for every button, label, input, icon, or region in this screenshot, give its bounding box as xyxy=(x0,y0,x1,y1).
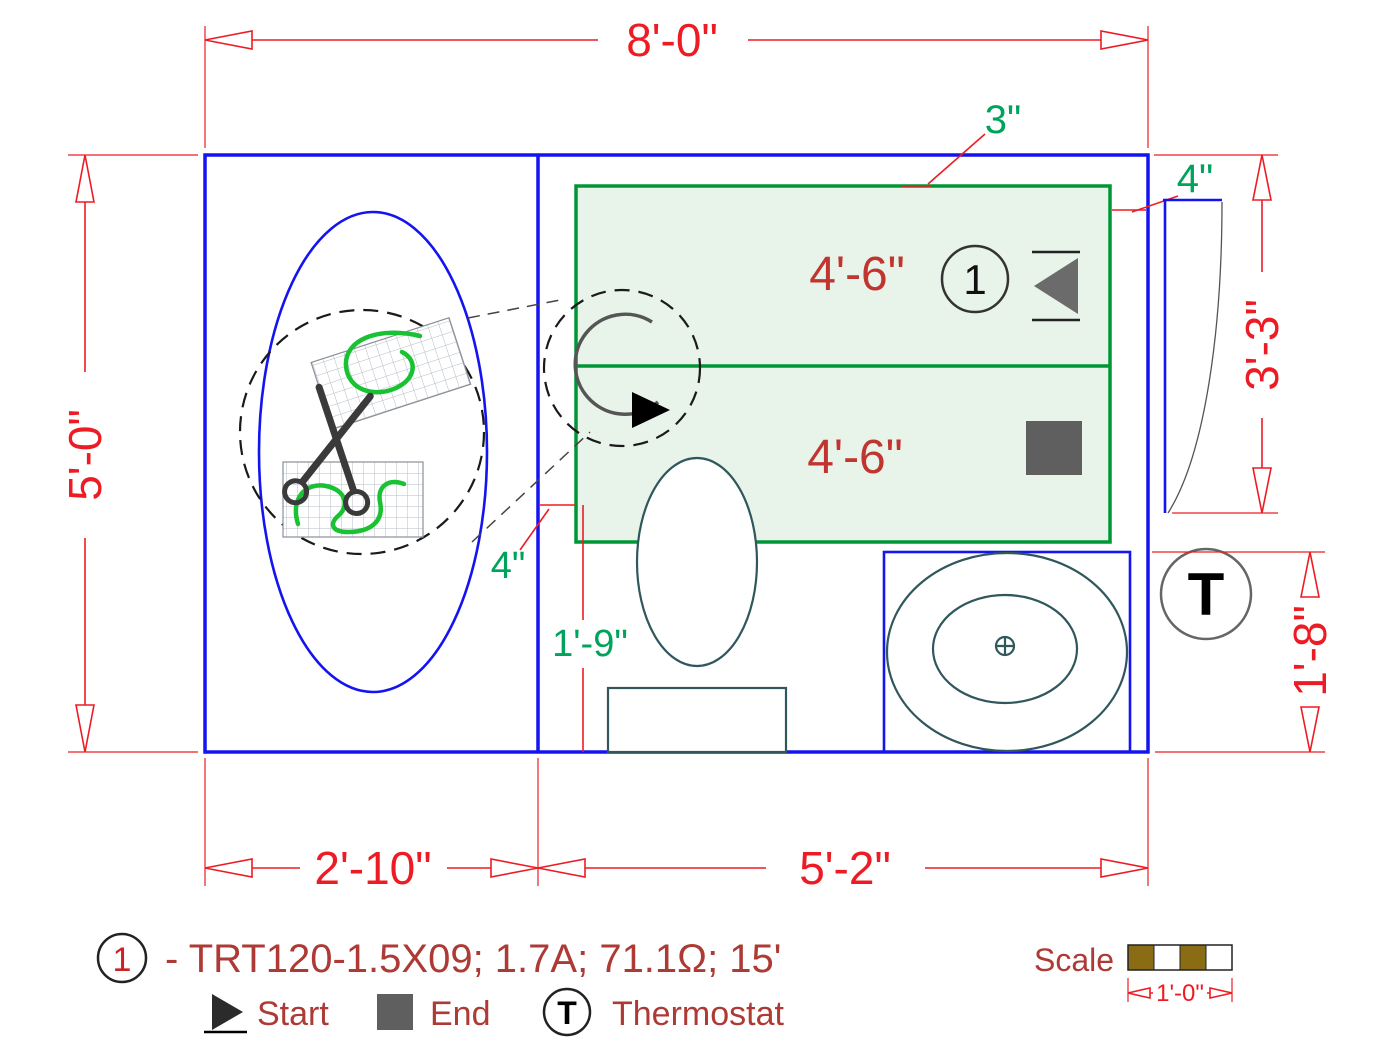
scale-segment-2 xyxy=(1154,945,1180,970)
legend-callout-circle xyxy=(96,932,148,984)
toilet-tank xyxy=(606,686,788,754)
dim-bottom-left-label: 2'-10" xyxy=(314,842,431,894)
legend-start-label: Start xyxy=(257,995,329,1033)
legend-mat-spec: - TRT120-1.5X09; 1.7A; 71.1Ω; 15' xyxy=(165,937,781,981)
mat-detail-callout xyxy=(238,288,702,556)
heating-cable-lower xyxy=(293,479,407,535)
dim-right-upper: 3'-3" xyxy=(1154,154,1288,514)
dim-left-label: 5'-0" xyxy=(59,409,111,501)
dim-right-lower-label: 1'-8" xyxy=(1284,605,1336,697)
dim-right-lower: 1'-8" xyxy=(1152,551,1336,753)
dim-left: 5'-0" xyxy=(59,154,198,753)
mat-width-label-top: 4'-6" xyxy=(809,248,905,301)
heating-cable-upper xyxy=(343,330,423,395)
toilet-bowl xyxy=(635,456,759,668)
dim-bottom-left: 2'-10" xyxy=(204,758,539,894)
dim-bottom-right: 5'-2" xyxy=(537,758,1149,894)
dim-top-label: 8'-0" xyxy=(626,14,718,66)
scale-label: Scale xyxy=(1034,942,1114,978)
door xyxy=(1163,198,1223,514)
sink xyxy=(882,550,1132,754)
cable-loop-arc xyxy=(573,312,660,416)
end-symbol xyxy=(1026,421,1082,475)
legend-start-triangle-icon xyxy=(212,994,243,1030)
leader-lines xyxy=(519,133,1179,752)
start-symbol xyxy=(1032,250,1080,322)
mat-bottom-offset-label: 1'-9" xyxy=(552,623,628,665)
toilet xyxy=(606,456,788,754)
scale-length-label: 1'-0" xyxy=(1156,980,1204,1007)
bathtub xyxy=(257,210,489,694)
scale-bar: Scale 1'-0" xyxy=(1034,942,1233,1007)
dim-right-upper-label: 3'-3" xyxy=(1236,299,1288,391)
sink-basin-outer xyxy=(885,551,1129,753)
door-swing-arc xyxy=(1167,201,1223,514)
legend-thermostat-label: Thermostat xyxy=(612,995,784,1033)
scale-segment-4 xyxy=(1206,945,1232,970)
scale-segment-3 xyxy=(1180,945,1206,970)
sink-basin-inner xyxy=(931,593,1079,705)
door-offset-label: 4" xyxy=(1177,157,1213,201)
mat-left-offset-label: 4" xyxy=(491,545,526,587)
legend-callout-number: 1 xyxy=(113,941,132,979)
scissors-icon xyxy=(282,383,374,517)
mat-annotations: 4'-6" 4'-6" 1 T xyxy=(807,244,1253,641)
legend-start-symbol xyxy=(204,994,247,1034)
detail-connector-lower xyxy=(471,431,591,543)
mat-width-label-bottom: 4'-6" xyxy=(807,431,903,484)
mat-top-offset-label: 3" xyxy=(985,98,1021,142)
start-triangle-icon xyxy=(1034,258,1078,314)
detail-circle xyxy=(238,308,486,556)
thermostat-letter: T xyxy=(1188,561,1225,628)
offset-labels: 3" 4" 4" 1'-9" xyxy=(491,98,1214,665)
cable-direction-arrow-icon xyxy=(632,392,670,428)
scale-segment-1 xyxy=(1128,945,1154,970)
legend: 1 - TRT120-1.5X09; 1.7A; 71.1Ω; 15' Star… xyxy=(96,932,784,1037)
detail-connector-upper xyxy=(467,299,561,319)
cable-start-detail-circle xyxy=(542,288,702,448)
mat-callout-number: 1 xyxy=(963,256,986,303)
mat-callout-circle xyxy=(940,244,1010,314)
dim-bottom-right-label: 5'-2" xyxy=(799,842,891,894)
faucet-icon xyxy=(994,635,1016,657)
legend-end-label: End xyxy=(430,995,491,1033)
legend-end-symbol xyxy=(377,994,413,1030)
legend-thermostat-letter: T xyxy=(557,995,577,1031)
leader-mat-top xyxy=(927,133,986,185)
leader-mat-left xyxy=(519,508,550,551)
thermostat-symbol: T xyxy=(1159,547,1253,641)
legend-thermostat-symbol: T xyxy=(542,987,592,1037)
dim-top: 8'-0" xyxy=(204,14,1149,148)
